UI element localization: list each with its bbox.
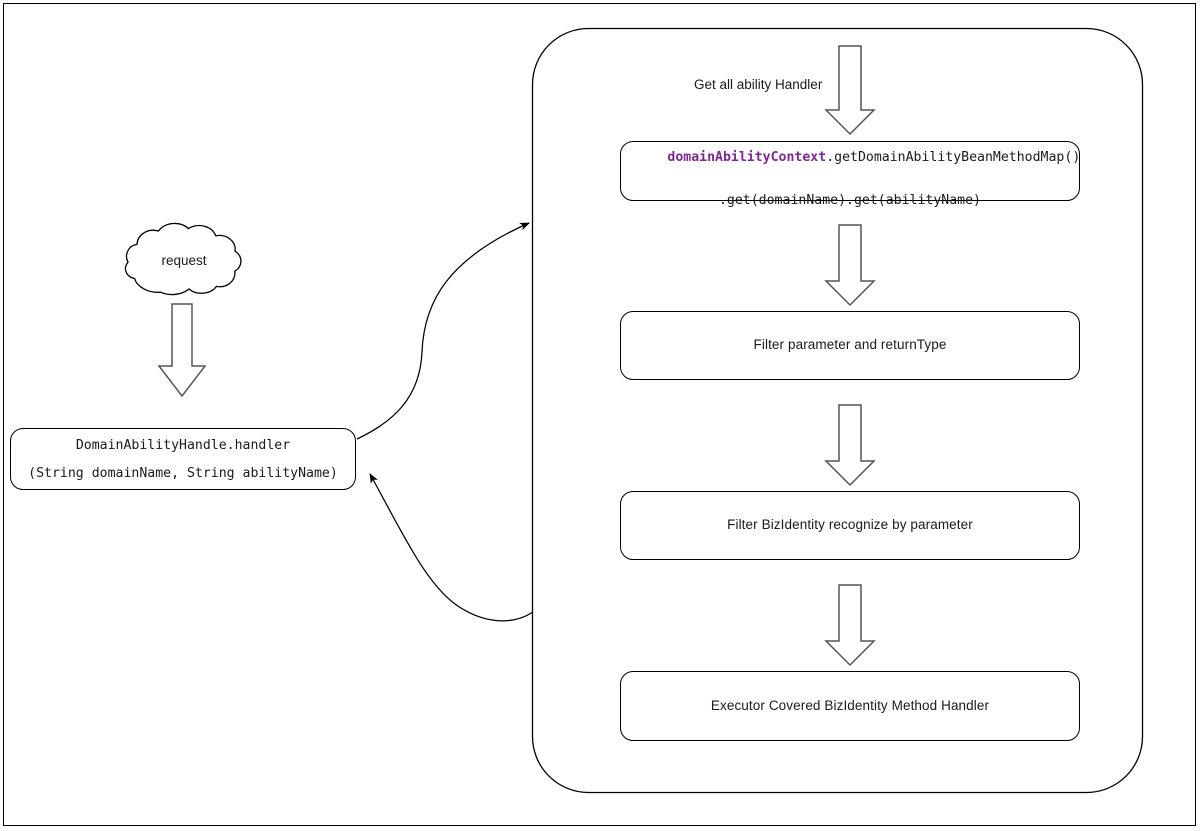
step-2-label: Filter parameter and returnType bbox=[753, 337, 947, 353]
step-1-line2: .get(domainName).get(abilityName) bbox=[718, 192, 981, 208]
entry-label: Get all ability Handler bbox=[694, 77, 823, 92]
handler-node-line2: (String domainName, String abilityName) bbox=[28, 465, 338, 481]
step-1-line1: domainAbilityContext.getDomainAbilityBea… bbox=[620, 135, 1081, 180]
cloud-label: request bbox=[161, 253, 207, 268]
step-3-node[interactable]: Filter BizIdentity recognize by paramete… bbox=[620, 491, 1080, 560]
block-arrow-down-icon bbox=[157, 303, 207, 398]
handler-node-line1: DomainAbilityHandle.handler bbox=[75, 437, 291, 453]
step-2-node[interactable]: Filter parameter and returnType bbox=[620, 311, 1080, 380]
block-arrow-down-icon bbox=[824, 45, 876, 136]
block-arrow-down-icon bbox=[824, 404, 876, 487]
curved-arrow-return bbox=[369, 473, 534, 622]
block-arrow-down-icon bbox=[824, 224, 876, 307]
step-1-accent-token: domainAbilityContext bbox=[667, 149, 827, 165]
ability-pipeline-container bbox=[531, 27, 1144, 794]
handler-node[interactable]: DomainAbilityHandle.handler (String doma… bbox=[10, 428, 356, 490]
step-3-label: Filter BizIdentity recognize by paramete… bbox=[727, 517, 973, 533]
step-4-node[interactable]: Executor Covered BizIdentity Method Hand… bbox=[620, 671, 1080, 741]
step-1-line1-rest: .getDomainAbilityBeanMethodMap() bbox=[826, 149, 1081, 165]
cloud-icon bbox=[124, 222, 242, 296]
curved-arrow-invoke bbox=[356, 222, 530, 440]
block-arrow-down-icon bbox=[824, 584, 876, 667]
step-4-label: Executor Covered BizIdentity Method Hand… bbox=[710, 697, 990, 713]
step-1-node[interactable]: domainAbilityContext.getDomainAbilityBea… bbox=[620, 141, 1080, 208]
